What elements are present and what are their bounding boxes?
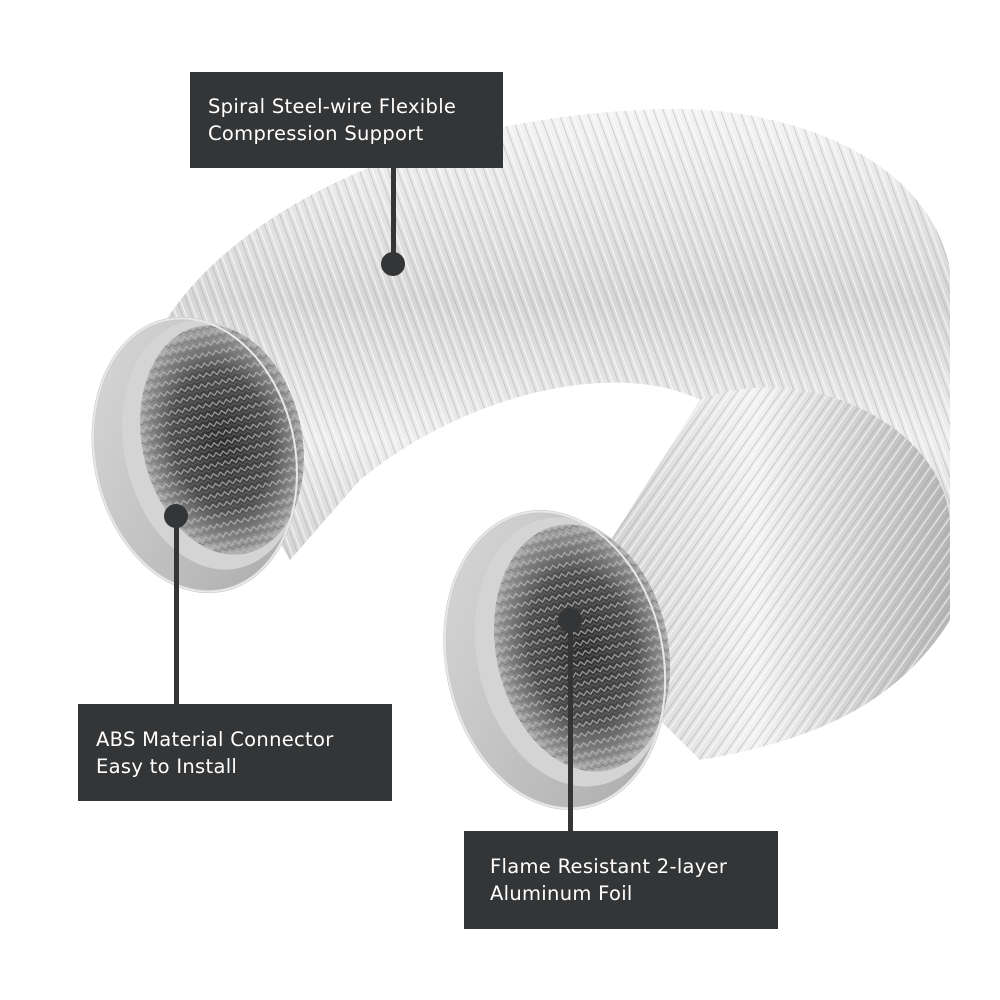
callout-text-line: Spiral Steel-wire Flexible [208, 95, 457, 118]
callout-abs-connector: ABS Material Connector Easy to Install [78, 704, 392, 801]
callout-text-line: Flame Resistant 2-layer [490, 855, 728, 878]
callout-spiral-steel-wire: Spiral Steel-wire Flexible Compression S… [190, 72, 503, 168]
callout-leader-line [391, 166, 396, 262]
callout-leader-line [174, 516, 179, 706]
callout-text-line: ABS Material Connector [96, 727, 334, 751]
callout-text-line: Easy to Install [96, 754, 238, 778]
callout-text-line: Aluminum Foil [490, 882, 633, 905]
callout-leader-line [568, 620, 573, 832]
callout-aluminum-foil: Flame Resistant 2-layer Aluminum Foil [464, 831, 778, 929]
callout-marker-dot [381, 252, 405, 276]
callout-text-line: Compression Support [208, 122, 424, 145]
